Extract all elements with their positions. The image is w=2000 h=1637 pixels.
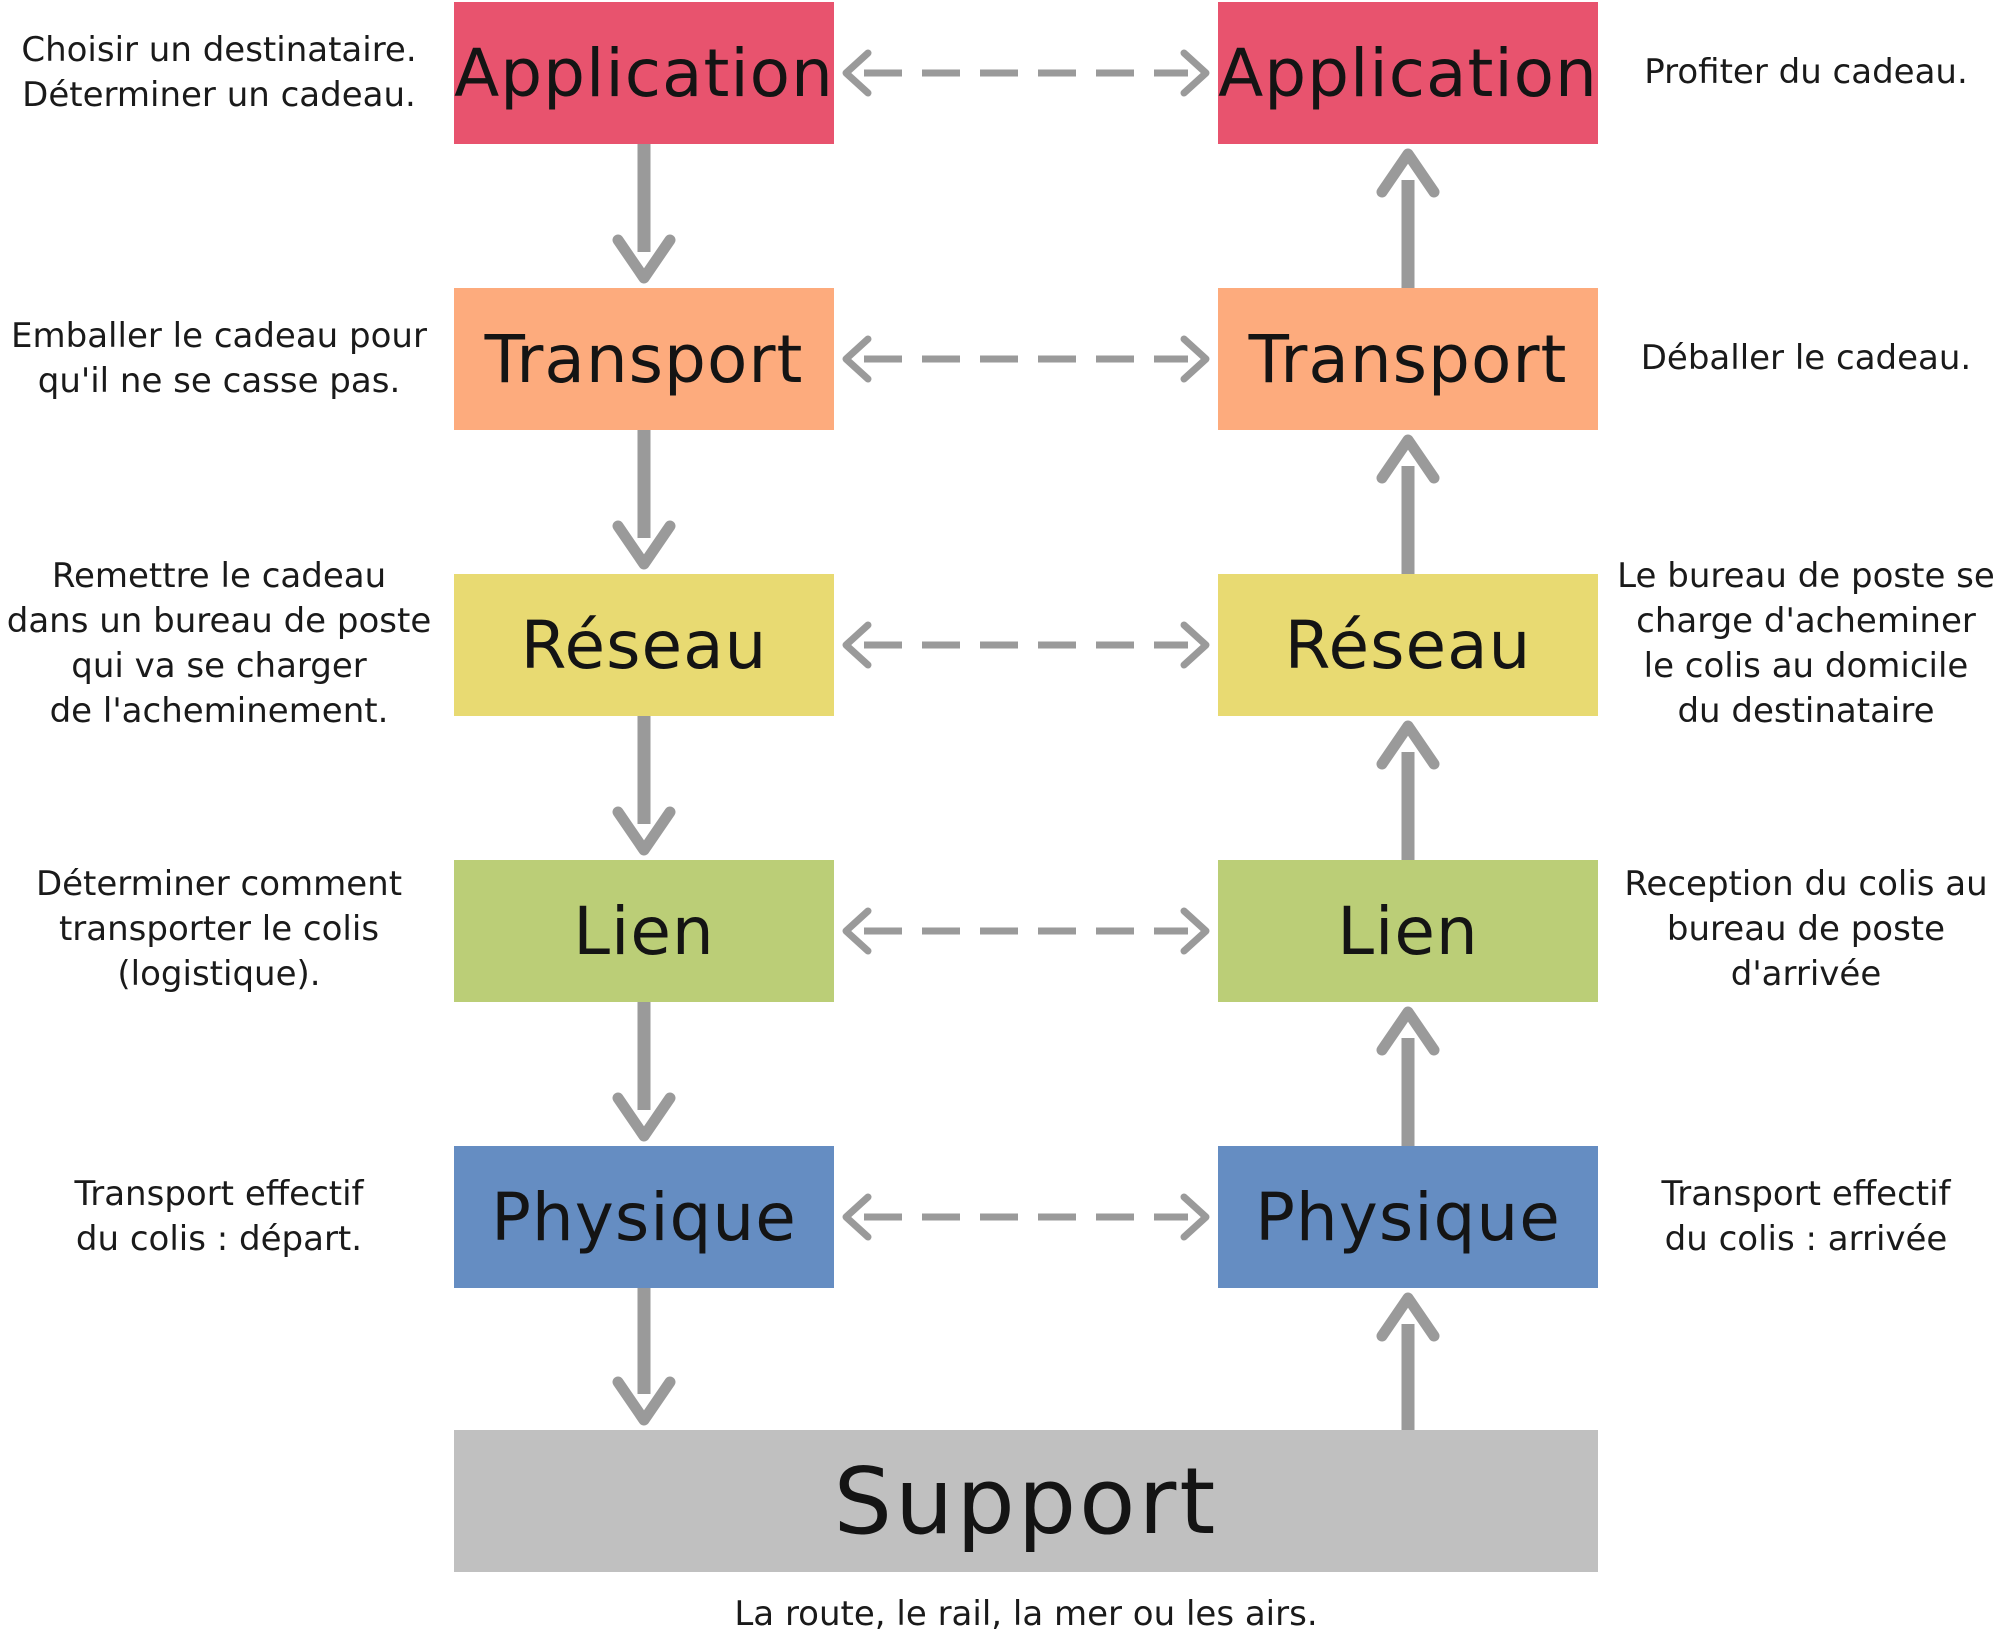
arrow-receiver-support-to-physique-head	[1376, 1292, 1440, 1342]
sender-reseau-box: Réseau	[454, 574, 834, 716]
receiver-transport-box: Transport	[1218, 288, 1598, 430]
receiver-reseau-label: Réseau	[1284, 606, 1532, 684]
arrow-sender-physique-to-support-head	[612, 1376, 676, 1426]
receiver-physique-label: Physique	[1255, 1178, 1561, 1256]
sender-reseau-note: Remettre le cadeau dans un bureau de pos…	[6, 556, 432, 731]
arrows-group	[612, 49, 1440, 1430]
arrow-receiver-reseau-to-transport-head	[1376, 434, 1440, 484]
receiver-application-label: Application	[1218, 34, 1598, 112]
receiver-reseau-note: Le bureau de poste se charge d'acheminer…	[1617, 556, 1995, 731]
sender-lien-label: Lien	[573, 892, 715, 970]
support-box: Support	[454, 1430, 1598, 1572]
receiver-physique-note: Transport effectif du colis : arrivée	[1661, 1174, 1951, 1259]
peer-head-right-transport	[1180, 335, 1210, 383]
receiver-physique-box: Physique	[1218, 1146, 1598, 1288]
peer-head-left-reseau	[842, 621, 872, 669]
arrow-receiver-transport-to-application-head	[1376, 148, 1440, 198]
peer-head-left-application	[842, 49, 872, 97]
sender-physique-box: Physique	[454, 1146, 834, 1288]
arrow-receiver-lien-to-reseau-head	[1376, 720, 1440, 770]
peer-head-right-reseau	[1180, 621, 1210, 669]
peer-head-left-lien	[842, 907, 872, 955]
sender-application-note: Choisir un destinataire. Déterminer un c…	[21, 30, 417, 115]
receiver-lien-note: Reception du colis au bureau de poste d'…	[1624, 864, 1988, 994]
sender-application-box: Application	[454, 2, 834, 144]
receiver-transport-label: Transport	[1248, 320, 1568, 398]
arrow-sender-lien-to-physique-head	[612, 1092, 676, 1142]
peer-head-right-application	[1180, 49, 1210, 97]
sender-lien-box: Lien	[454, 860, 834, 1002]
arrow-sender-application-to-transport-head	[612, 234, 676, 284]
receiver-application-box: Application	[1218, 2, 1598, 144]
peer-head-left-transport	[842, 335, 872, 383]
sender-lien-note: Déterminer comment transporter le colis …	[35, 864, 403, 994]
sender-physique-note: Transport effectif du colis : départ.	[74, 1174, 364, 1259]
receiver-application-note: Profiter du cadeau.	[1644, 52, 1968, 92]
support-note: La route, le rail, la mer ou les airs.	[734, 1594, 1318, 1634]
arrow-sender-reseau-to-lien-head	[612, 806, 676, 856]
sender-reseau-label: Réseau	[520, 606, 768, 684]
receiver-lien-label: Lien	[1337, 892, 1479, 970]
arrow-receiver-physique-to-lien-head	[1376, 1006, 1440, 1056]
sender-transport-note: Emballer le cadeau pour qu'il ne se cass…	[11, 316, 427, 401]
sender-transport-label: Transport	[484, 320, 804, 398]
receiver-reseau-box: Réseau	[1218, 574, 1598, 716]
peer-head-right-physique	[1180, 1193, 1210, 1241]
sender-physique-label: Physique	[491, 1178, 797, 1256]
peer-head-left-physique	[842, 1193, 872, 1241]
receiver-transport-note: Déballer le cadeau.	[1640, 338, 1972, 378]
arrow-sender-transport-to-reseau-head	[612, 520, 676, 570]
support-label: Support	[833, 1447, 1219, 1555]
sender-application-label: Application	[454, 34, 834, 112]
peer-head-right-lien	[1180, 907, 1210, 955]
receiver-lien-box: Lien	[1218, 860, 1598, 1002]
sender-transport-box: Transport	[454, 288, 834, 430]
